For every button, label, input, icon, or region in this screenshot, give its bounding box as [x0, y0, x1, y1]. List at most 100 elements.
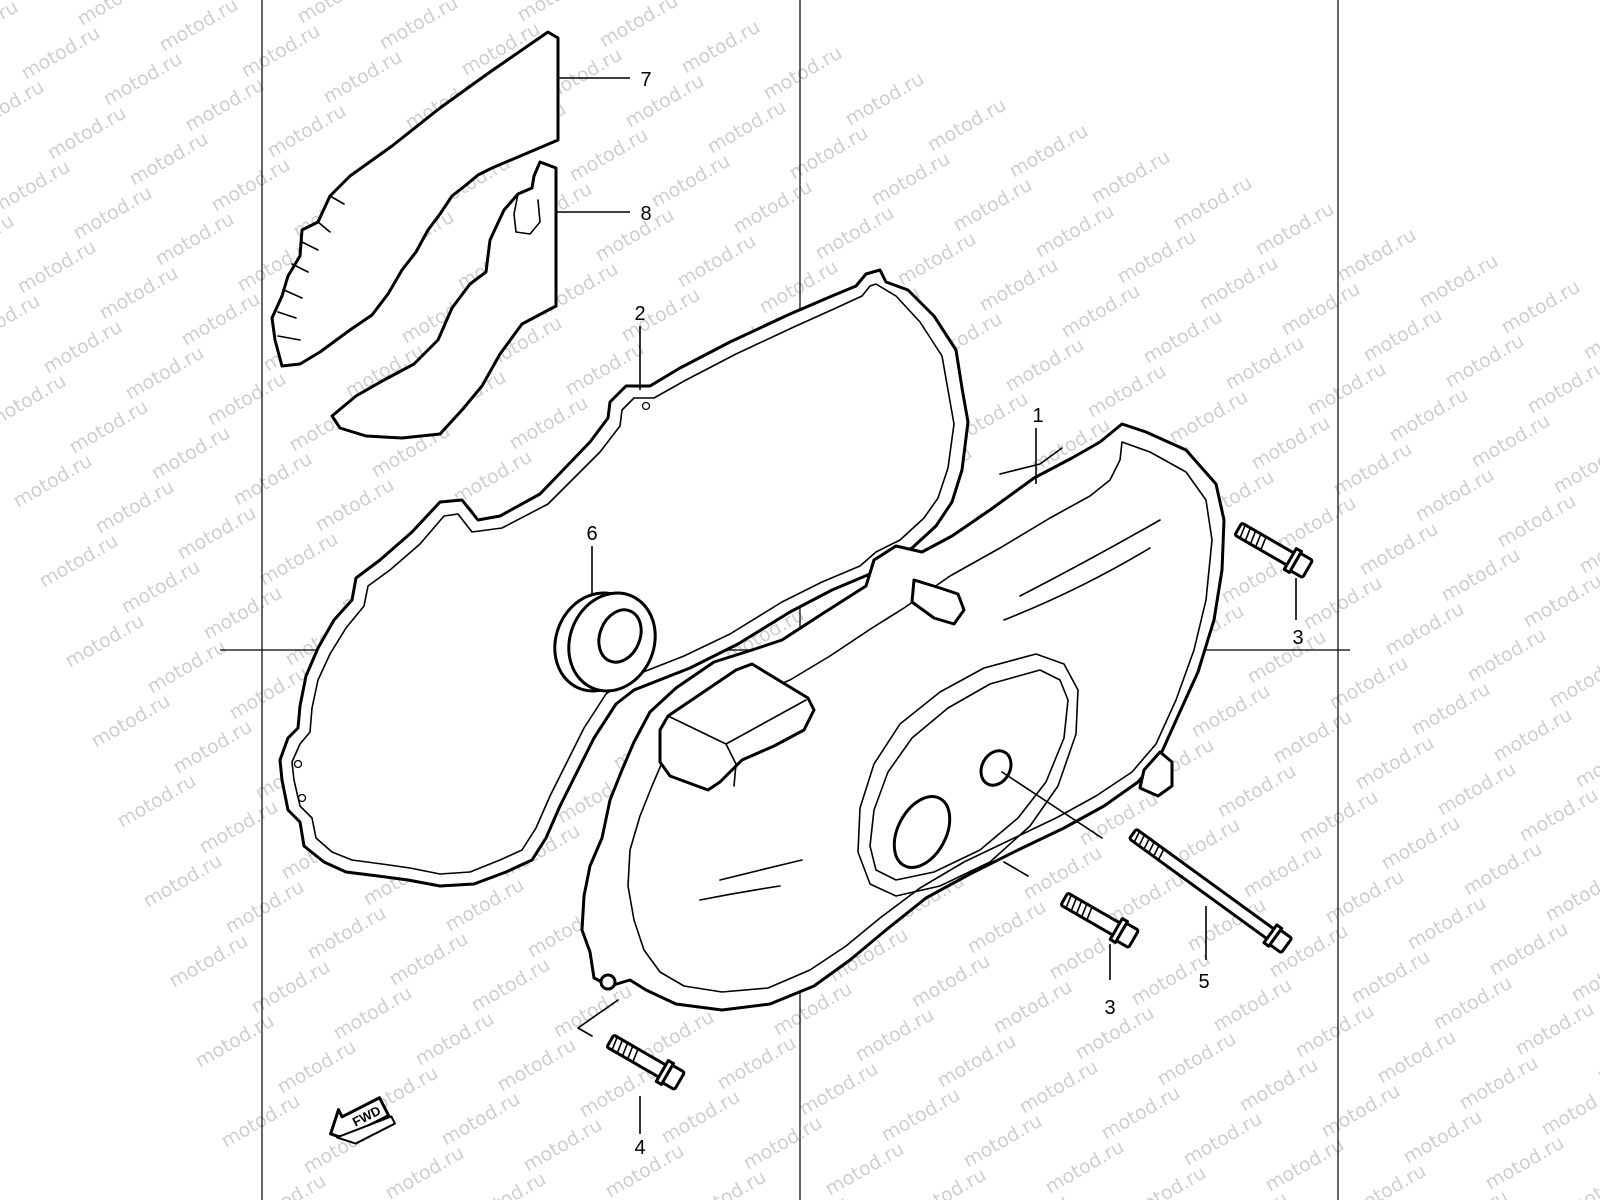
watermark-text: motod.ru	[908, 950, 994, 1013]
watermark-text: motod.ru	[126, 128, 212, 191]
watermark-text: motod.ru	[1236, 1054, 1322, 1117]
watermark-text: motod.ru	[1032, 200, 1118, 263]
watermark-text: motod.ru	[10, 450, 96, 513]
crankcase-cover[interactable]	[580, 422, 1226, 1012]
watermark-text: motod.ru	[1002, 334, 1088, 397]
watermark-text: motod.ru	[1412, 464, 1498, 527]
watermark-text: motod.ru	[244, 1170, 330, 1200]
watermark-text: motod.ru	[182, 74, 268, 137]
watermark-text: motod.ru	[596, 0, 682, 52]
watermark-text: motod.ru	[1438, 544, 1524, 607]
watermark-text: motod.ru	[684, 1166, 770, 1200]
watermark-text: motod.ru	[1248, 412, 1334, 475]
watermark-text: motod.ru	[148, 422, 234, 485]
watermark-text: motod.ru	[304, 902, 390, 965]
watermark-text: motod.ru	[222, 876, 308, 939]
upper-plate[interactable]	[270, 30, 560, 368]
watermark-text: motod.ru	[166, 930, 252, 993]
watermark-text: motod.ru	[320, 46, 406, 109]
watermark-text: motod.ru	[1098, 1082, 1184, 1145]
fwd-arrow: FWD	[329, 1096, 396, 1145]
watermark-text: motod.ru	[1166, 386, 1252, 449]
watermark-text: motod.ru	[1300, 572, 1386, 635]
watermark-text: motod.ru	[1322, 866, 1408, 929]
watermark-text: motod.ru	[44, 102, 130, 165]
watermark-text: motod.ru	[786, 122, 872, 185]
watermark-text: motod.ru	[730, 176, 816, 239]
watermark-text: motod.ru	[1416, 250, 1502, 313]
watermark-text: motod.ru	[678, 16, 764, 79]
watermark-text: motod.ru	[494, 1034, 580, 1097]
watermark-text: motod.ru	[1490, 704, 1576, 767]
watermark-text: motod.ru	[1542, 864, 1600, 927]
callout-2: 2	[634, 303, 645, 325]
watermark-text: motod.ru	[468, 954, 554, 1017]
watermark-text: motod.ru	[658, 1086, 744, 1149]
watermark-text: motod.ru	[1330, 438, 1416, 501]
watermark-text: motod.ru	[1016, 1056, 1102, 1119]
watermark-text: motod.ru	[140, 850, 226, 913]
watermark-text: motod.ru	[386, 928, 472, 991]
watermark-text: motod.ru	[230, 448, 316, 511]
watermark-text: motod.ru	[986, 1190, 1072, 1200]
watermark-text: motod.ru	[312, 474, 398, 537]
long-bolt[interactable]	[1126, 825, 1293, 954]
watermark-text: motod.ru	[192, 1010, 278, 1073]
watermark-text: motod.ru	[964, 896, 1050, 959]
watermark-text: motod.ru	[118, 556, 204, 619]
watermark-text: motod.ru	[878, 1084, 964, 1147]
bolt-front[interactable]	[604, 1031, 686, 1092]
watermark-text: motod.ru	[114, 770, 200, 833]
watermark-text: motod.ru	[1318, 1080, 1404, 1143]
watermark-text: motod.ru	[852, 1004, 938, 1067]
watermark-text: motod.ru	[1334, 224, 1420, 287]
watermark-text: motod.ru	[88, 690, 174, 753]
callout-5: 5	[1198, 971, 1209, 993]
watermark-text: motod.ru	[1352, 732, 1438, 795]
watermark-text: motod.ru	[14, 236, 100, 299]
watermark-text: motod.ru	[1374, 1026, 1460, 1089]
watermark-text: motod.ru	[1344, 1160, 1430, 1200]
watermark-text: motod.ru	[1568, 944, 1600, 1007]
watermark-text: motod.ru	[62, 610, 148, 673]
watermark-text: motod.ru	[976, 254, 1062, 317]
watermark-text: motod.ru	[766, 1192, 852, 1200]
watermark-text: motod.ru	[1442, 330, 1528, 393]
watermark-text: motod.ru	[1580, 302, 1600, 365]
bolt-bottom[interactable]	[1058, 889, 1140, 950]
watermark-text: motod.ru	[1180, 1108, 1266, 1171]
watermark-text: motod.ru	[1214, 760, 1300, 823]
watermark-text: motod.ru	[66, 396, 152, 459]
watermark-text: motod.ru	[1170, 172, 1256, 235]
watermark-text: motod.ru	[326, 1196, 412, 1200]
watermark-text: motod.ru	[1460, 838, 1546, 901]
watermark-text: motod.ru	[248, 956, 334, 1019]
watermark-text: motod.ru	[1274, 492, 1360, 555]
lower-plate[interactable]	[330, 160, 558, 440]
watermark-text: motod.ru	[200, 582, 286, 645]
watermark-text: motod.ru	[1486, 918, 1572, 981]
watermark-text: motod.ru	[1356, 518, 1442, 581]
watermark-text: motod.ru	[70, 182, 156, 245]
bolt-right[interactable]	[1232, 519, 1314, 580]
callout-4: 4	[634, 1137, 645, 1159]
watermark-text: motod.ru	[412, 1008, 498, 1071]
oil-seal[interactable]	[540, 580, 669, 704]
watermark-text: motod.ru	[174, 502, 260, 565]
watermark-text: motod.ru	[1520, 570, 1600, 633]
watermark-text: motod.ru	[1360, 304, 1446, 367]
watermark-text: motod.ru	[1386, 384, 1472, 447]
watermark-text: motod.ru	[330, 982, 416, 1045]
watermark-text: motod.ru	[1278, 278, 1364, 341]
watermark-text: motod.ru	[760, 42, 846, 105]
watermark-text: motod.ru	[1006, 120, 1092, 183]
watermark-text: motod.ru	[1434, 758, 1520, 821]
watermark-text: motod.ru	[1206, 1188, 1292, 1200]
watermark-text: motod.ru	[376, 0, 462, 54]
watermark-text: motod.ru	[170, 716, 256, 779]
watermark-text: motod.ru	[178, 288, 264, 351]
watermark-text: motod.ru	[1430, 972, 1516, 1035]
watermark-text: motod.ru	[1348, 946, 1434, 1009]
watermark-text: motod.ru	[550, 980, 636, 1043]
